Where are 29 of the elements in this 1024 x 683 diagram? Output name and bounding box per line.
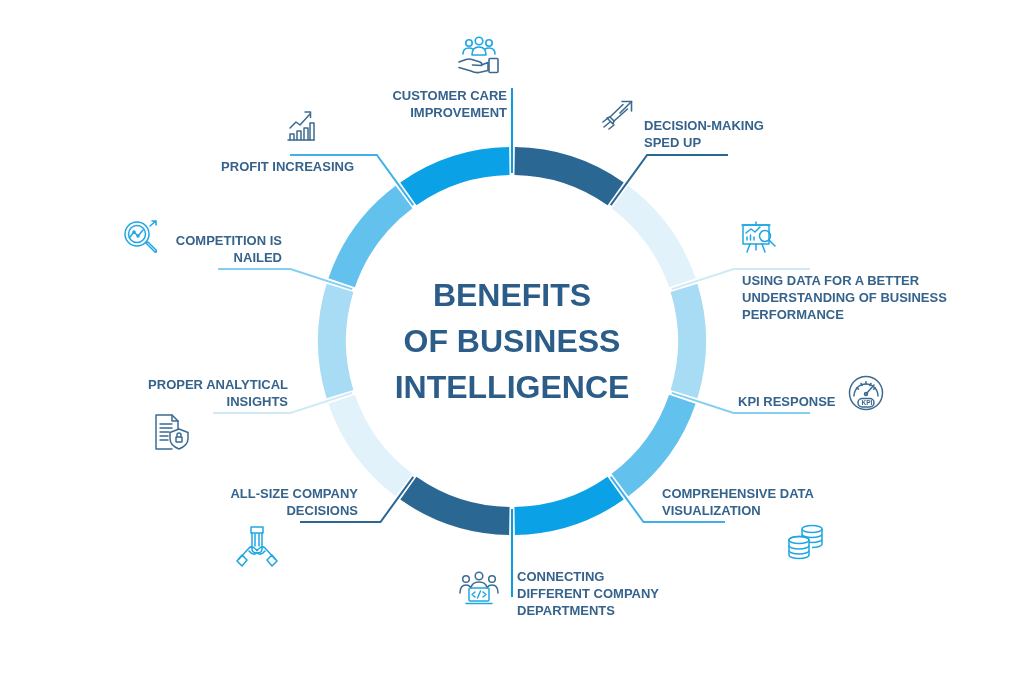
- leader-line: [511, 87, 513, 174]
- ring-segment: [400, 476, 510, 535]
- ring-segment: [514, 147, 624, 206]
- leader-line: [609, 475, 726, 523]
- callout-label: CONNECTING DIFFERENT COMPANY DEPARTMENTS: [517, 568, 672, 619]
- leader-line: [670, 391, 811, 414]
- leader-line: [670, 268, 811, 291]
- ring-segment: [514, 476, 624, 535]
- ring-segment: [400, 147, 510, 206]
- ring-segment: [670, 283, 706, 399]
- callout-label: KPI RESPONSE: [738, 393, 842, 410]
- ring-segment: [318, 283, 354, 399]
- ring-segment: [328, 185, 413, 288]
- callout-label: ALL-SIZE COMPANY DECISIONS: [218, 485, 358, 519]
- leader-line: [299, 475, 415, 523]
- callout-label: USING DATA FOR A BETTER UNDERSTANDING OF BUSINESS PERFORMANCE: [742, 272, 957, 323]
- leader-line: [609, 154, 729, 207]
- callout-label: COMPETITION IS NAILED: [162, 232, 282, 266]
- leader-line: [212, 391, 354, 414]
- callout-label: PROFIT INCREASING: [214, 158, 354, 175]
- leader-line: [289, 154, 415, 207]
- callout-label: PROPER ANALYTICAL INSIGHTS: [138, 376, 288, 410]
- ring-segment: [611, 185, 696, 288]
- callout-label: CUSTOMER CARE IMPROVEMENT: [382, 87, 507, 121]
- center-title: BENEFITS OF BUSINESS INTELLIGENCE: [393, 276, 631, 407]
- callout-label: COMPREHENSIVE DATA VISUALIZATION: [662, 485, 827, 519]
- leader-line: [511, 508, 513, 598]
- leader-line: [217, 268, 354, 291]
- callout-label: DECISION-MAKING SPED UP: [644, 117, 784, 151]
